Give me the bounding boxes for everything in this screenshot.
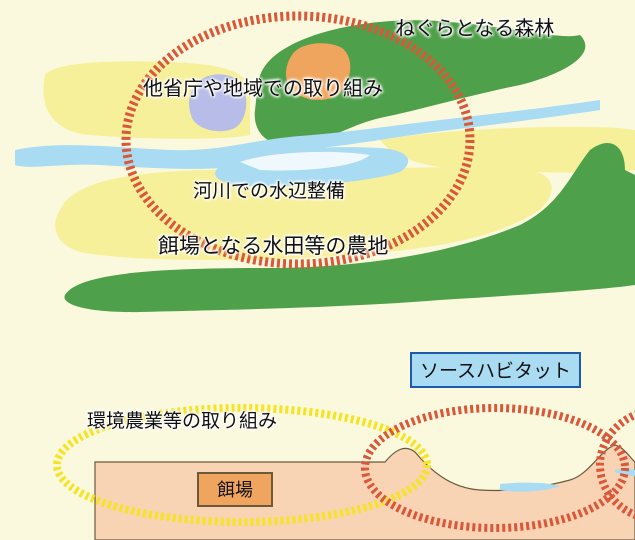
orange-patch	[286, 43, 351, 100]
farmland-right-band	[380, 126, 635, 173]
pond-bottom-right	[615, 468, 635, 476]
source-habitat-tag: ソースハビタット	[410, 352, 582, 388]
label-river-improvement: 河川での水辺整備	[193, 180, 346, 202]
label-paddy-farmland: 餌場となる水田等の農地	[158, 234, 389, 258]
label-forest: ねぐらとなる森林	[395, 16, 555, 40]
feeding-ground-tag: 餌場	[197, 472, 273, 507]
river-pool-white	[240, 151, 370, 171]
label-env-agriculture: 環境農業等の取り組み	[87, 410, 278, 432]
pond-bottom-left	[500, 482, 560, 492]
red-dashed-ring-upper	[121, 11, 475, 269]
forest-lower	[64, 142, 635, 313]
feeding-ground	[94, 444, 635, 540]
river	[15, 100, 600, 169]
label-other-ministries: 他省庁や地域での取り組み	[143, 76, 383, 100]
farmland-lower-band	[55, 167, 552, 260]
yellow-dashed-ring	[53, 404, 431, 526]
pond	[189, 74, 247, 132]
red-dashed-ring-right	[596, 410, 635, 520]
red-dashed-ring-lower	[361, 404, 629, 532]
